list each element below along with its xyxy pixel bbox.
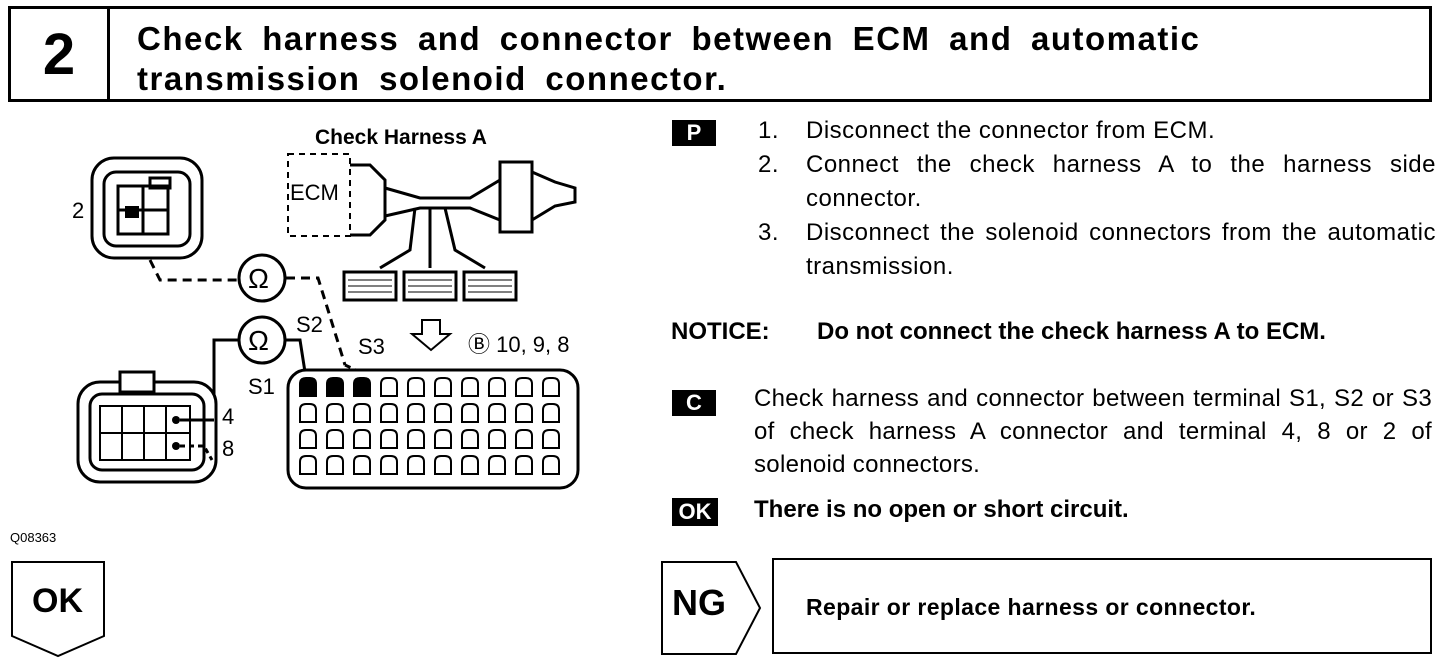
connector-b-pin [407, 455, 425, 475]
connector-b-pin [542, 429, 560, 449]
step-title: Check harness and connector between ECM … [137, 20, 1201, 97]
connector-b-pin [380, 455, 398, 475]
solenoid-connector-top [90, 156, 204, 260]
step-header: 2 Check harness and connector between EC… [8, 6, 1432, 102]
ng-label: NG [672, 582, 726, 623]
connector-b-pin [380, 403, 398, 423]
connector-b-pin [326, 429, 344, 449]
ok-text: There is no open or short circuit. [754, 496, 1129, 523]
pin-label-s2: S2 [296, 312, 323, 337]
connector-b-pin [434, 377, 452, 397]
connector-b-pin [515, 377, 533, 397]
connector-b-pin [353, 429, 371, 449]
connector-b-pin [515, 455, 533, 475]
pin-label-s3: S3 [358, 334, 385, 359]
connector-b-pin [407, 429, 425, 449]
connector-b-pin [434, 429, 452, 449]
check-text: Check harness and connector between term… [754, 385, 1432, 478]
connector-b-pin [407, 403, 425, 423]
connector-b-pin [488, 403, 506, 423]
terminal-8-label: 8 [222, 436, 234, 461]
connector-b-active-pin [326, 377, 344, 397]
notice-text: Do not connect the check harness A to EC… [817, 318, 1326, 345]
ohm-symbol-top: Ω [248, 263, 269, 294]
terminal-4-label: 4 [222, 404, 234, 429]
connector-b-active-pin [299, 377, 317, 397]
connector-b-pin [461, 377, 479, 397]
ng-action-text: Repair or replace harness or connector. [806, 594, 1257, 620]
ecm-box [287, 153, 351, 237]
connector-b-pin [488, 377, 506, 397]
notice-label: NOTICE: [671, 318, 770, 345]
connector-b-pin [299, 429, 317, 449]
connector-b-pin [353, 455, 371, 475]
check-harness [350, 160, 577, 270]
connector-b-pin [542, 455, 560, 475]
connector-b-pin [434, 455, 452, 475]
ng-arrow-box [661, 561, 762, 655]
connector-b-pin [542, 377, 560, 397]
terminal-2-pin [125, 206, 139, 218]
connector-b-pin [326, 403, 344, 423]
wiring-diagram: 2 Check Harness A ECM Ⓑ 10, 9, 8 Ω S2 S3… [72, 126, 580, 490]
ok-label: OK [32, 582, 83, 620]
down-arrow-icon [409, 319, 453, 352]
ok-arrow-box [11, 561, 105, 658]
connector-b-pin [488, 429, 506, 449]
connector-b-pin [380, 429, 398, 449]
connector-b-pin [461, 403, 479, 423]
connector-b-pin [299, 455, 317, 475]
check-tag: C [672, 390, 716, 416]
connector-b-pin [326, 455, 344, 475]
connector-b-pin [299, 403, 317, 423]
connector-b-pin [488, 455, 506, 475]
connector-b-pin [407, 377, 425, 397]
connector-b-pins [299, 377, 560, 475]
ok-tag: OK [672, 498, 718, 526]
connector-b-pin [542, 403, 560, 423]
connector-b-active-pin [353, 377, 371, 397]
prep-steps: 1. Disconnect the connector from ECM. 2.… [758, 117, 1436, 280]
connector-b-pin [461, 455, 479, 475]
connector-b-pin [515, 429, 533, 449]
harness-label: Check Harness A [315, 126, 487, 149]
connector-b-pin [353, 403, 371, 423]
ng-action-box: Repair or replace harness or connector. [772, 558, 1432, 654]
connector-b-label: Ⓑ 10, 9, 8 [468, 332, 570, 357]
connector-b-pin [461, 429, 479, 449]
pin-label-s1: S1 [248, 374, 275, 399]
ohm-symbol-bottom: Ω [248, 325, 269, 356]
step-number: 2 [11, 9, 110, 99]
ecm-label: ECM [290, 180, 339, 205]
connector-b-pin [434, 403, 452, 423]
connector-b-pin [380, 377, 398, 397]
terminal-2-label: 2 [72, 198, 84, 223]
connector-b-pin [515, 403, 533, 423]
figure-code: Q08363 [10, 530, 57, 545]
prep-tag: P [672, 120, 716, 146]
ohmmeter-top [237, 253, 287, 303]
solenoid-connector-bottom [76, 370, 218, 484]
